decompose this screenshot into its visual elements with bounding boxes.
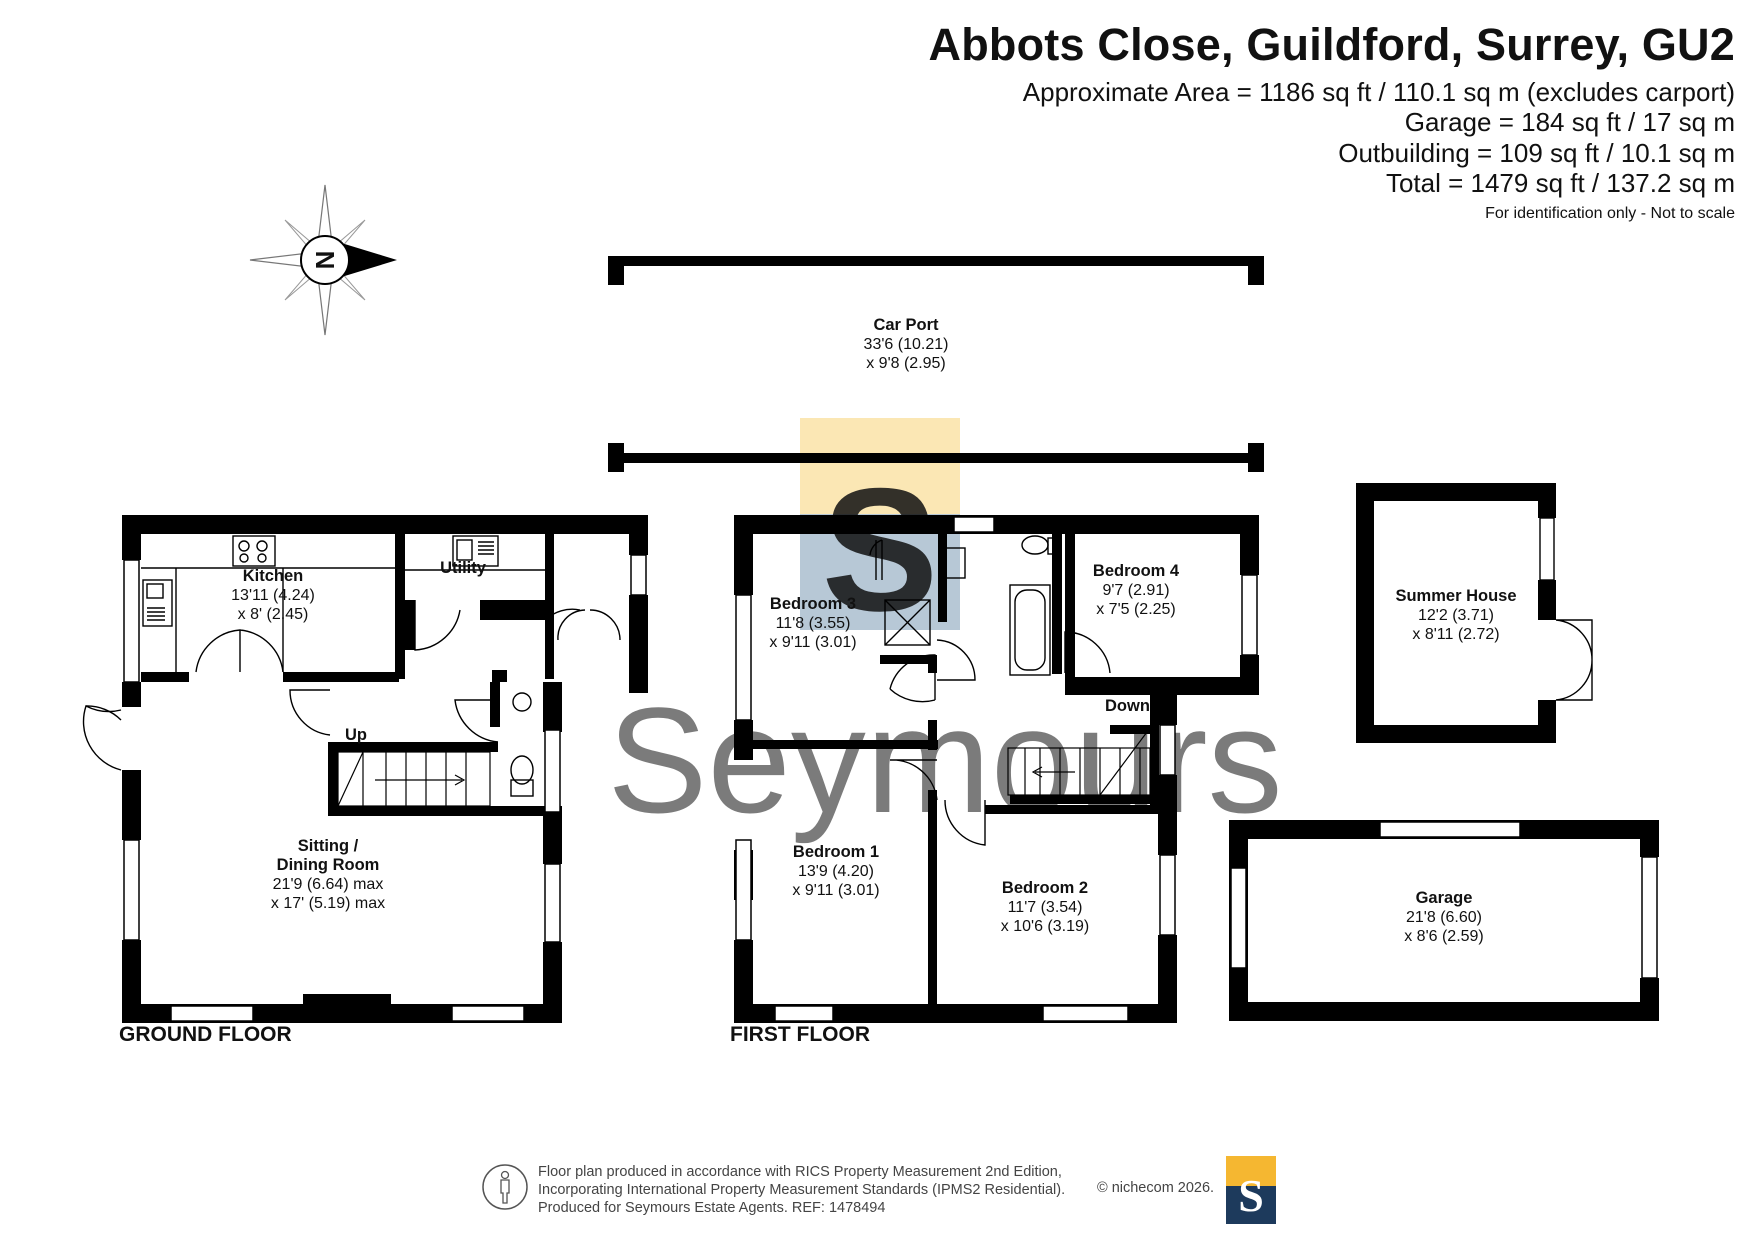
first-stairs	[1007, 727, 1151, 796]
sitting-dim2: x 17' (5.19) max	[271, 895, 385, 912]
watermark-logo-letter: S	[822, 453, 939, 648]
carport-dim2: x 9'8 (2.95)	[866, 355, 946, 372]
summer-house-fittings	[1539, 517, 1593, 701]
room-garage: Garage 21'8 (6.60) x 8'6 (2.59)	[1404, 889, 1484, 945]
garage-dim1: 21'8 (6.60)	[1406, 909, 1482, 926]
kitchen-name: Kitchen	[243, 567, 304, 585]
bedroom3-dim2: x 9'11 (3.01)	[769, 634, 856, 651]
room-summerhouse: Summer House 12'2 (3.71) x 8'11 (2.72)	[1395, 587, 1516, 643]
footer-line1: Floor plan produced in accordance with R…	[538, 1164, 1062, 1180]
room-bedroom2: Bedroom 2 11'7 (3.54) x 10'6 (3.19)	[1001, 879, 1089, 935]
logo-letter: S	[1238, 1170, 1264, 1221]
footer-text: Floor plan produced in accordance with R…	[538, 1163, 1065, 1217]
sitting-name2: Dining Room	[277, 856, 380, 874]
first-floor-label: FIRST FLOOR	[730, 1023, 870, 1046]
bedroom1-dim2: x 9'11 (3.01)	[792, 882, 879, 899]
ground-floor-label: GROUND FLOOR	[119, 1023, 292, 1046]
room-bedroom1: Bedroom 1 13'9 (4.20) x 9'11 (3.01)	[792, 843, 879, 899]
bedroom2-dim2: x 10'6 (3.19)	[1001, 918, 1089, 935]
scale-note: For identification only - Not to scale	[1485, 204, 1735, 222]
footer-copyright: © nichecom 2026.	[1097, 1180, 1215, 1196]
person-measure-icon	[482, 1164, 528, 1210]
kitchen-fittings	[82, 535, 621, 797]
summerhouse-name: Summer House	[1395, 587, 1516, 605]
sitting-name1: Sitting /	[298, 837, 359, 855]
ground-floor-walls	[122, 515, 648, 1023]
watermark: S Seymours	[607, 418, 1283, 844]
bedroom4-dim2: x 7'5 (2.25)	[1096, 601, 1176, 618]
garage-area: Garage = 184 sq ft / 17 sq m	[1404, 107, 1735, 138]
room-bedroom4: Bedroom 4 9'7 (2.91) x 7'5 (2.25)	[1093, 562, 1180, 618]
garage-windows	[1230, 821, 1658, 979]
first-floor-walls	[734, 515, 1259, 1023]
bedroom4-name: Bedroom 4	[1093, 562, 1180, 580]
room-bedroom3: Bedroom 3 11'8 (3.55) x 9'11 (3.01)	[769, 595, 856, 651]
carport-name: Car Port	[873, 316, 939, 334]
shower-icon	[884, 599, 931, 646]
wc-icon	[1021, 535, 1049, 555]
watermark-text: Seymours	[607, 676, 1282, 844]
carport-dim1: 33'6 (10.21)	[864, 336, 949, 353]
first-floor-fittings	[869, 535, 1111, 846]
hob-icon	[232, 535, 276, 567]
bedroom2-name: Bedroom 2	[1002, 879, 1088, 897]
room-sitting: Sitting / Dining Room 21'9 (6.64) max x …	[271, 837, 385, 912]
room-carport: Car Port 33'6 (10.21) x 9'8 (2.95)	[864, 316, 949, 372]
carport	[608, 256, 1264, 472]
seymours-logo: S	[1226, 1156, 1276, 1224]
bedroom3-dim1: 11'8 (3.55)	[776, 615, 851, 632]
stairs-down-label: Down	[1105, 697, 1150, 715]
watermark-logo-top	[800, 418, 960, 514]
room-kitchen: Kitchen 13'11 (4.24) x 8' (2.45)	[231, 567, 315, 623]
approximate-area: Approximate Area = 1186 sq ft / 110.1 sq…	[1022, 77, 1735, 107]
summerhouse-dim1: 12'2 (3.71)	[1418, 607, 1494, 624]
garage-dim2: x 8'6 (2.59)	[1404, 928, 1484, 945]
outbuilding-area: Outbuilding = 109 sq ft / 10.1 sq m	[1338, 137, 1735, 168]
summerhouse-dim2: x 8'11 (2.72)	[1412, 626, 1499, 643]
header: Abbots Close, Guildford, Surrey, GU2 App…	[929, 22, 1735, 223]
ground-stairs	[337, 751, 491, 807]
sitting-dim1: 21'9 (6.64) max	[273, 876, 384, 893]
compass-rose-icon: N	[249, 184, 397, 336]
footer-line2: Incorporating International Property Mea…	[538, 1182, 1066, 1199]
bedroom1-dim1: 13'9 (4.20)	[798, 863, 874, 880]
first-floor-windows	[735, 516, 1258, 1022]
summer-house-walls	[1356, 483, 1556, 743]
garage-name: Garage	[1416, 889, 1473, 907]
bath-icon	[1009, 584, 1051, 676]
bedroom1-name: Bedroom 1	[793, 843, 879, 861]
utility-sink-icon	[452, 535, 499, 567]
utility-name: Utility	[440, 559, 487, 577]
kitchen-dim1: 13'11 (4.24)	[231, 587, 315, 604]
footer-line3: Produced for Seymours Estate Agents. REF…	[538, 1200, 886, 1217]
property-title: Abbots Close, Guildford, Surrey, GU2	[928, 19, 1735, 70]
sink-icon	[142, 579, 173, 627]
bedroom3-name: Bedroom 3	[770, 595, 856, 613]
kitchen-dim2: x 8' (2.45)	[238, 606, 309, 623]
total-area: Total = 1479 sq ft / 137.2 sq m	[1385, 168, 1735, 199]
bedroom4-dim1: 9'7 (2.91)	[1102, 582, 1169, 599]
stairs-up-label: Up	[345, 726, 367, 744]
basin-icon	[944, 547, 966, 579]
compass-north-letter: N	[310, 251, 340, 270]
ground-floor-windows	[123, 554, 647, 1022]
bedroom2-dim1: 11'7 (3.54)	[1008, 899, 1083, 916]
